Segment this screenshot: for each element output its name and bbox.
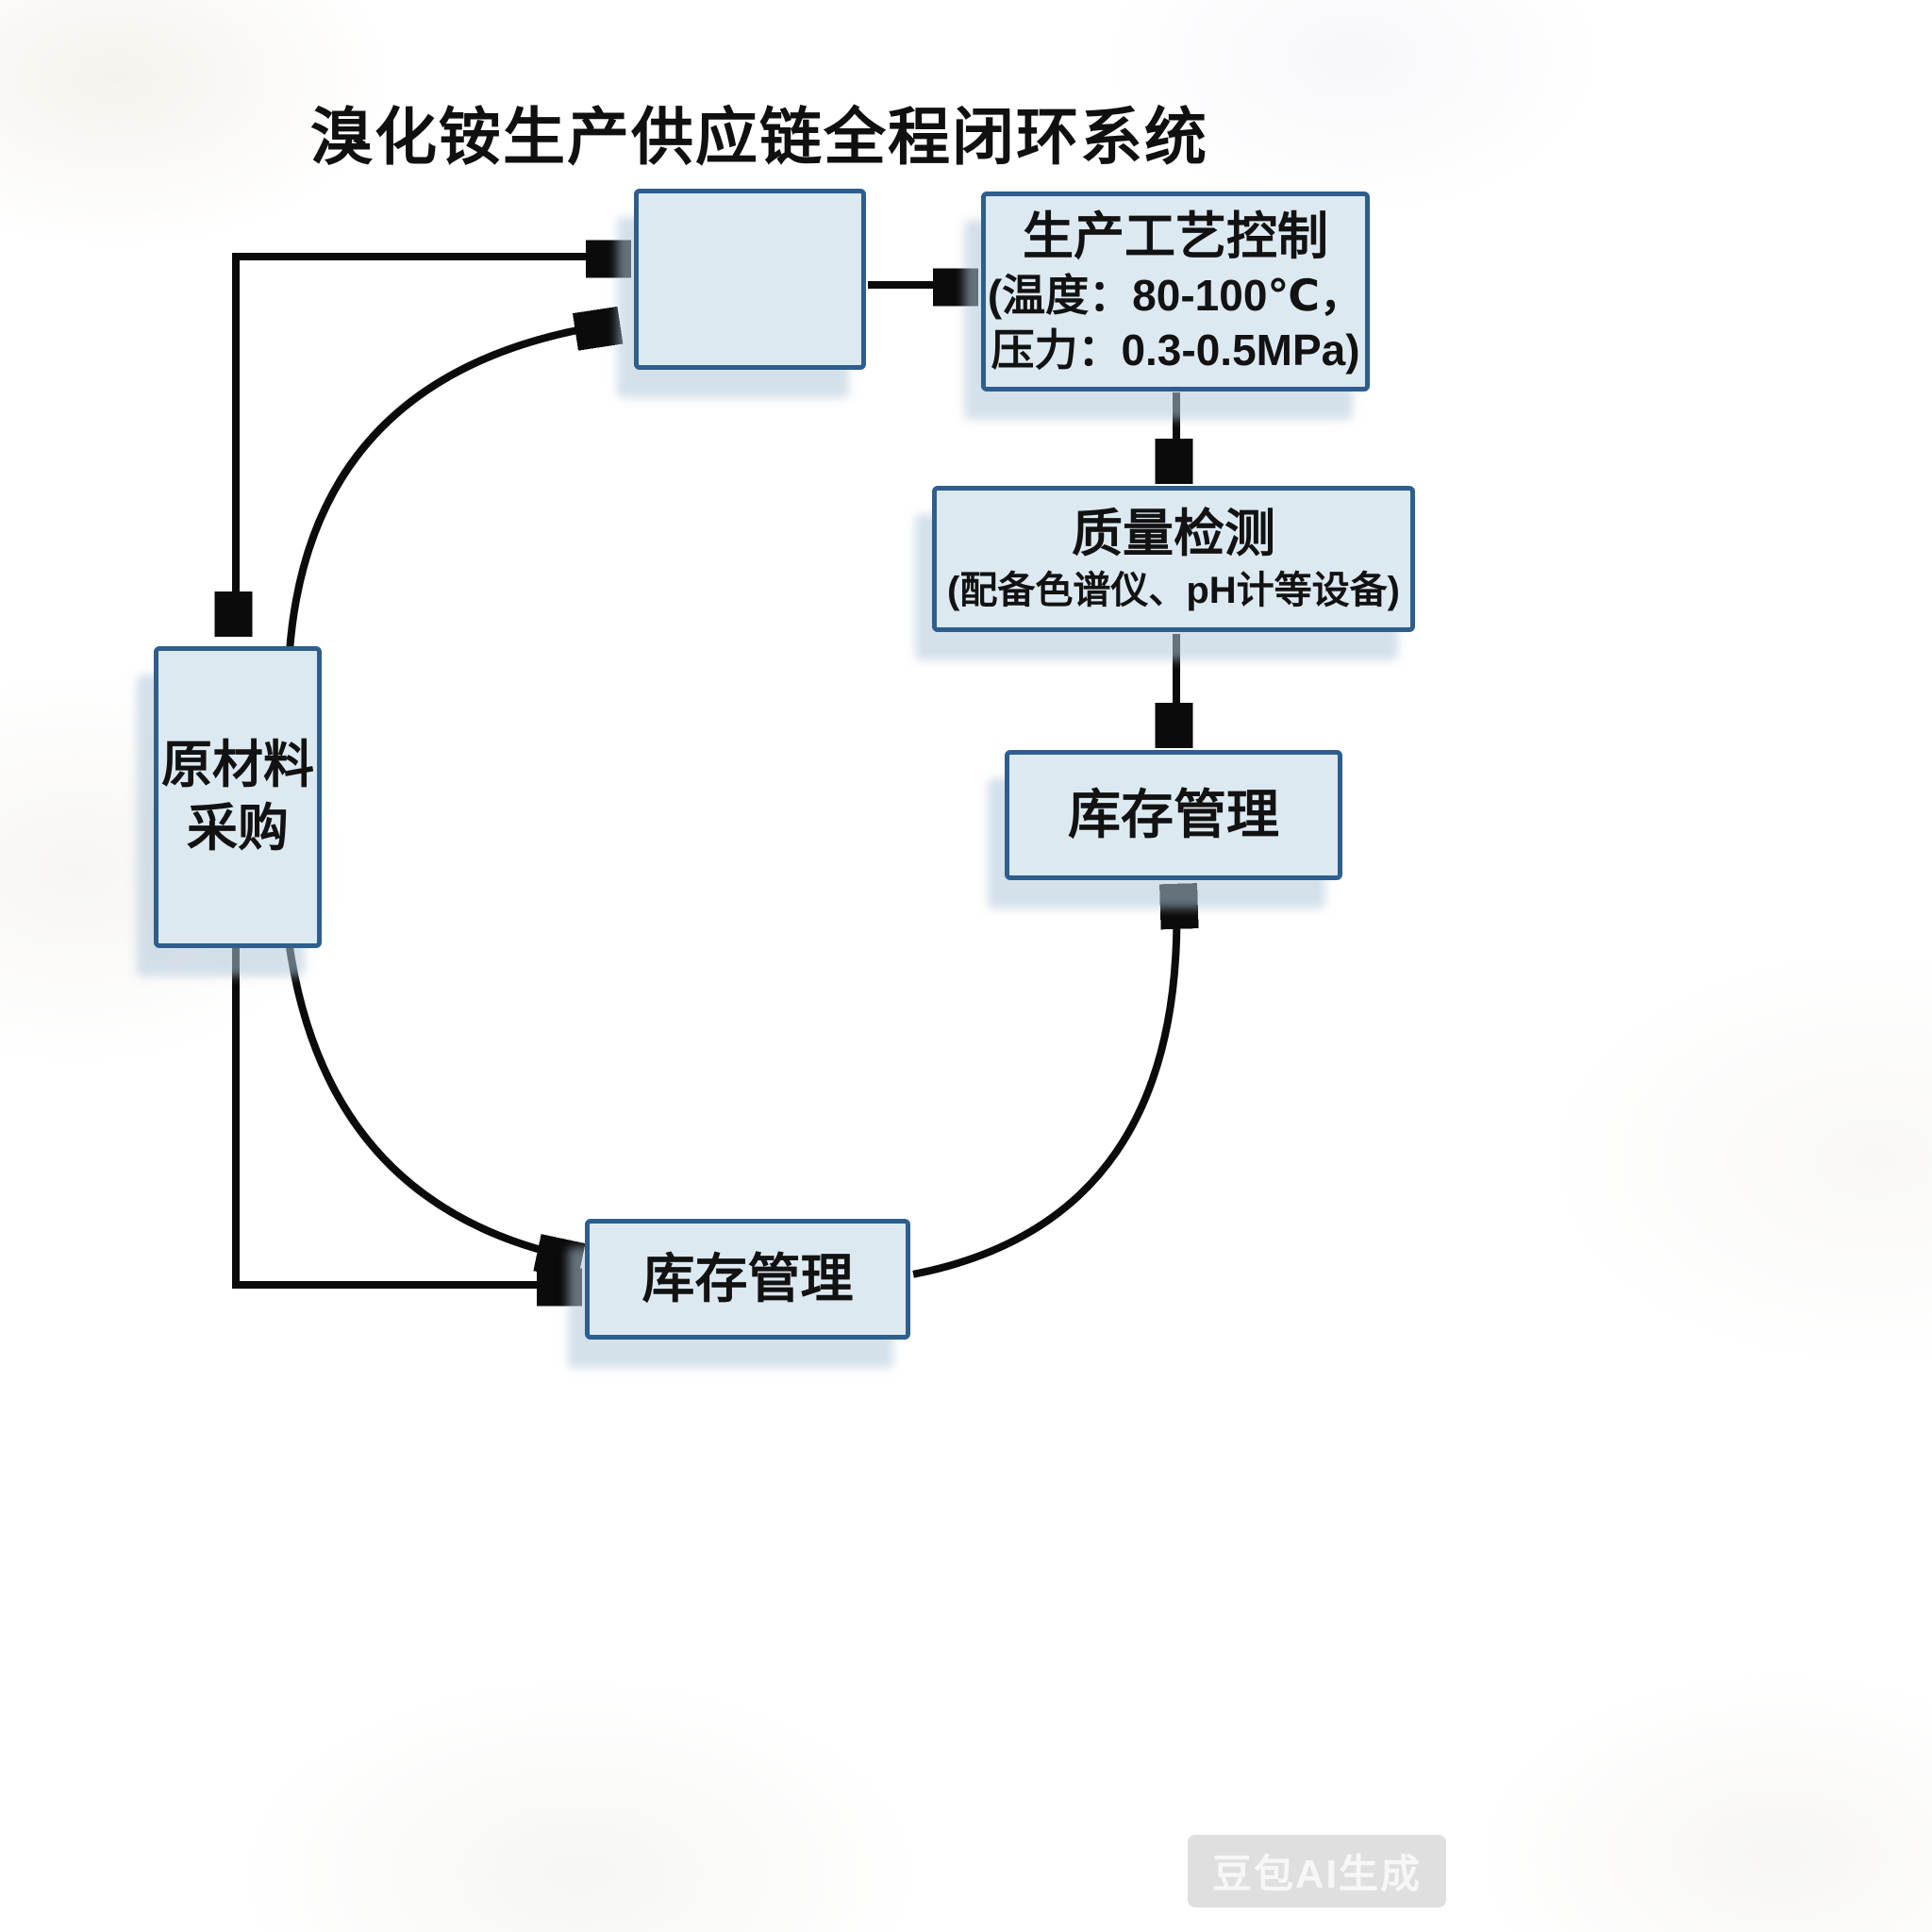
diagram-title: 溴化铵生产供应链全程闭环系统 xyxy=(310,102,1208,172)
node-blank-process xyxy=(634,189,866,370)
arrow-curve-raw-material-to-blank xyxy=(285,325,609,656)
process-control-label: 生产工艺控制 xyxy=(1023,208,1328,265)
arrow-inventory-bottom-to-inventory-right xyxy=(912,894,1176,1278)
node-inventory-management-right: 库存管理 xyxy=(1005,750,1342,880)
node-inventory-management-bottom: 库存管理 xyxy=(585,1219,910,1340)
arrow-straight-raw-material-to-inventory-bottom xyxy=(232,947,572,1285)
node-raw-material-procurement: 原材料 采购 xyxy=(154,646,322,948)
arrow-curve-raw-material-to-inventory-bottom xyxy=(285,942,572,1257)
inventory-bottom-label: 库存管理 xyxy=(641,1248,854,1308)
ai-watermark: 豆包AI生成 xyxy=(1187,1835,1446,1907)
inventory-right-label: 库存管理 xyxy=(1068,784,1279,844)
process-control-param-line1: (温度：80-100℃， xyxy=(987,271,1364,321)
raw-material-label-line1: 原材料 xyxy=(161,736,314,793)
quality-check-label: 质量检测 xyxy=(1072,505,1275,562)
node-process-control: 生产工艺控制 (温度：80-100℃， 压力：0.3-0.5MPa) xyxy=(981,192,1370,391)
raw-material-label-line2: 采购 xyxy=(187,800,289,857)
process-control-param-line2: 压力：0.3-0.5MPa) xyxy=(991,325,1360,375)
node-quality-check: 质量检测 (配备色谱仪、pH计等设备) xyxy=(932,486,1415,632)
quality-check-subtitle: (配备色谱仪、pH计等设备) xyxy=(947,570,1400,612)
